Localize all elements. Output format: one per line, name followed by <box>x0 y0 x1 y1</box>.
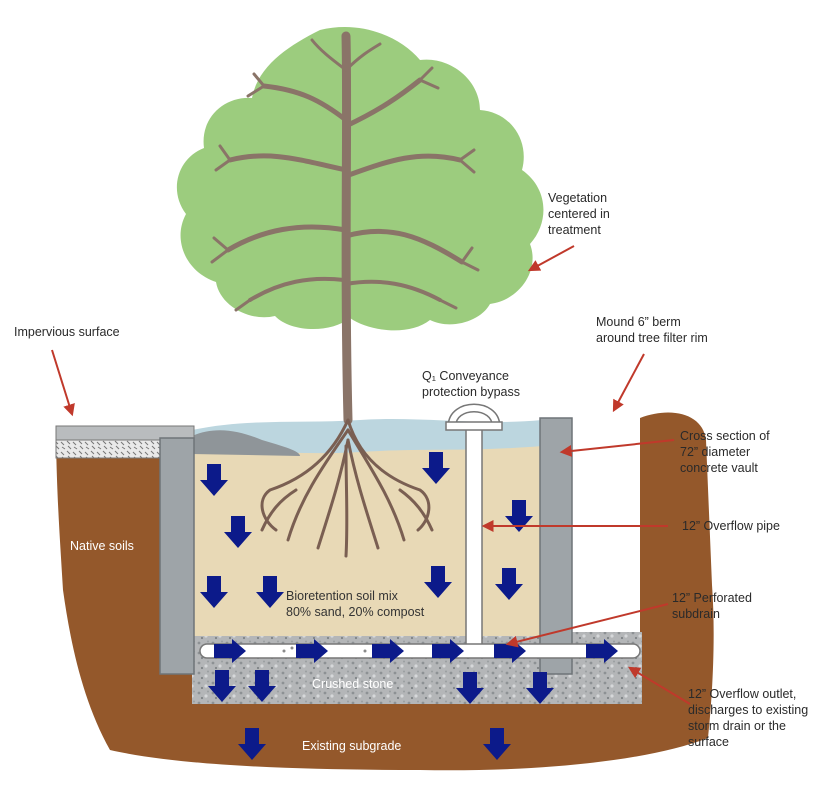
tree-canopy <box>177 27 544 330</box>
impervious-surface-label: Impervious surface <box>14 324 120 340</box>
vegetation-label: Vegetation centered in treatment <box>548 190 610 238</box>
red-pointer-arrow-icon <box>530 246 574 270</box>
overflow-pipe-label: 12” Overflow pipe <box>682 518 780 534</box>
impervious-slab <box>56 440 160 458</box>
soil-mix-label: Bioretention soil mix 80% sand, 20% comp… <box>286 588 424 620</box>
vault-label: Cross section of 72” diameter concrete v… <box>680 428 770 476</box>
subdrain-label: 12” Perforated subdrain <box>672 590 752 622</box>
subgrade-label: Existing subgrade <box>302 738 401 754</box>
vault-wall-left <box>160 438 194 674</box>
overflow-pipe <box>466 424 482 646</box>
native-soils-label: Native soils <box>70 538 134 554</box>
red-pointer-arrow-icon <box>52 350 72 414</box>
berm-label: Mound 6” berm around tree filter rim <box>596 314 708 346</box>
crushed-stone-label: Crushed stone <box>312 676 393 692</box>
perforated-subdrain <box>200 644 640 658</box>
red-pointer-arrow-icon <box>614 354 644 410</box>
bypass-label: Q₁ Conveyance protection bypass <box>422 368 520 400</box>
overflow-outlet-label: 12” Overflow outlet, discharges to exist… <box>688 686 808 750</box>
